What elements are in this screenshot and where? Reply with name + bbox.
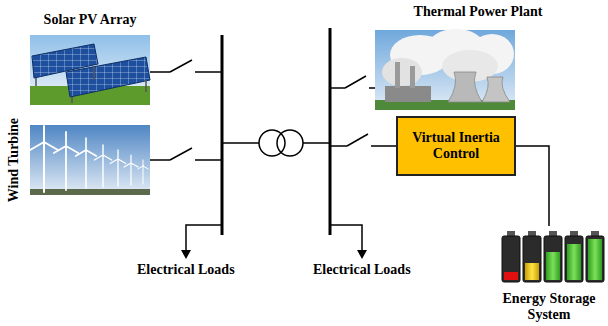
battery-charge	[504, 272, 518, 280]
battery-charge	[567, 244, 581, 280]
battery-cap	[507, 231, 515, 236]
battery-body	[523, 236, 541, 282]
cooling-tower	[482, 77, 510, 102]
single-line-wiring	[150, 28, 396, 259]
battery-cap	[570, 231, 578, 236]
battery-charge	[588, 239, 602, 280]
turbine	[30, 126, 58, 192]
turbine	[138, 160, 148, 184]
sky	[30, 35, 150, 105]
connector-line	[516, 146, 549, 226]
switch	[150, 148, 222, 160]
battery-cap	[549, 231, 557, 236]
node-label: Thermal Power Plant	[370, 4, 586, 20]
turbine	[54, 132, 78, 190]
solar-pv-node: Solar PV Array	[28, 12, 152, 107]
ground	[30, 189, 150, 195]
load-feeder	[330, 225, 362, 252]
load-label: Electrical Loads	[137, 262, 235, 278]
load-arrowhead	[357, 250, 367, 259]
load-label: Electrical Loads	[313, 262, 411, 278]
node-label: Solar PV Array	[28, 12, 152, 28]
battery-body	[502, 236, 520, 282]
transformer-winding	[277, 130, 303, 156]
turbines	[30, 126, 148, 192]
battery-body	[565, 236, 583, 282]
energy-storage-node: Energy Storage System	[492, 226, 606, 323]
switch	[330, 76, 375, 88]
thermal-plant-node: Thermal Power Plant	[370, 4, 586, 112]
cooling-tower	[448, 72, 482, 102]
turbine	[110, 150, 126, 186]
battery-picture	[502, 231, 604, 282]
building	[385, 86, 431, 102]
node-label: Energy Storage System	[492, 291, 606, 323]
sky	[30, 125, 150, 195]
transformer-wire	[222, 142, 330, 144]
battery-cap	[591, 231, 599, 236]
switch	[150, 60, 222, 72]
turbine	[76, 138, 97, 188]
sky	[375, 30, 515, 110]
battery-charge	[546, 252, 560, 280]
virtual-inertia-box: Virtual Inertia Control	[396, 116, 516, 176]
pv-panel	[66, 57, 150, 97]
node-label: Wind Turbine	[6, 118, 22, 202]
battery-body	[544, 236, 562, 282]
bus-bar	[329, 28, 332, 235]
turbine	[94, 145, 111, 187]
smoke-cloud	[382, 58, 422, 86]
switch	[330, 134, 396, 146]
load-arrowhead	[181, 250, 191, 259]
wind-picture	[30, 125, 150, 195]
solar-picture	[30, 35, 150, 105]
battery-charge	[525, 263, 539, 280]
bus-bar	[221, 35, 224, 235]
wind-turbine-node: Wind Turbine	[2, 112, 152, 208]
battery-body	[586, 236, 604, 282]
load-feeder	[186, 225, 222, 252]
panel-legs	[36, 66, 146, 103]
chimney	[410, 66, 415, 88]
battery-cap	[528, 231, 536, 236]
thermal-picture	[375, 29, 515, 110]
turbine	[124, 155, 138, 185]
node-label: Virtual Inertia Control	[404, 130, 508, 162]
chimney	[395, 62, 400, 88]
